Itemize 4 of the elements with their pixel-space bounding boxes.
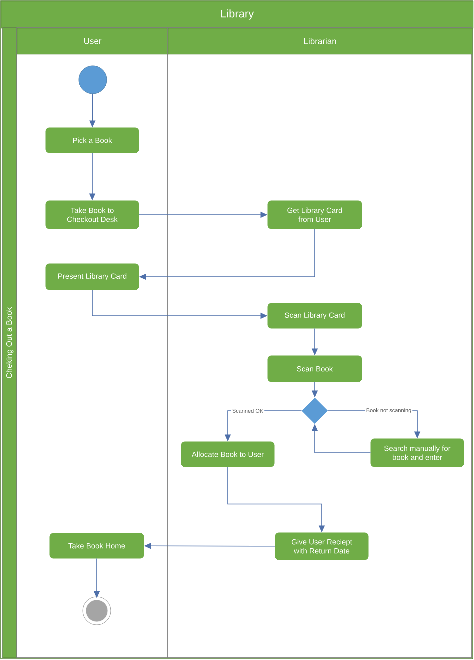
decision-diamond [302, 398, 328, 424]
end-node [82, 596, 112, 626]
lane-header: User [17, 28, 169, 55]
start-node [78, 66, 108, 94]
